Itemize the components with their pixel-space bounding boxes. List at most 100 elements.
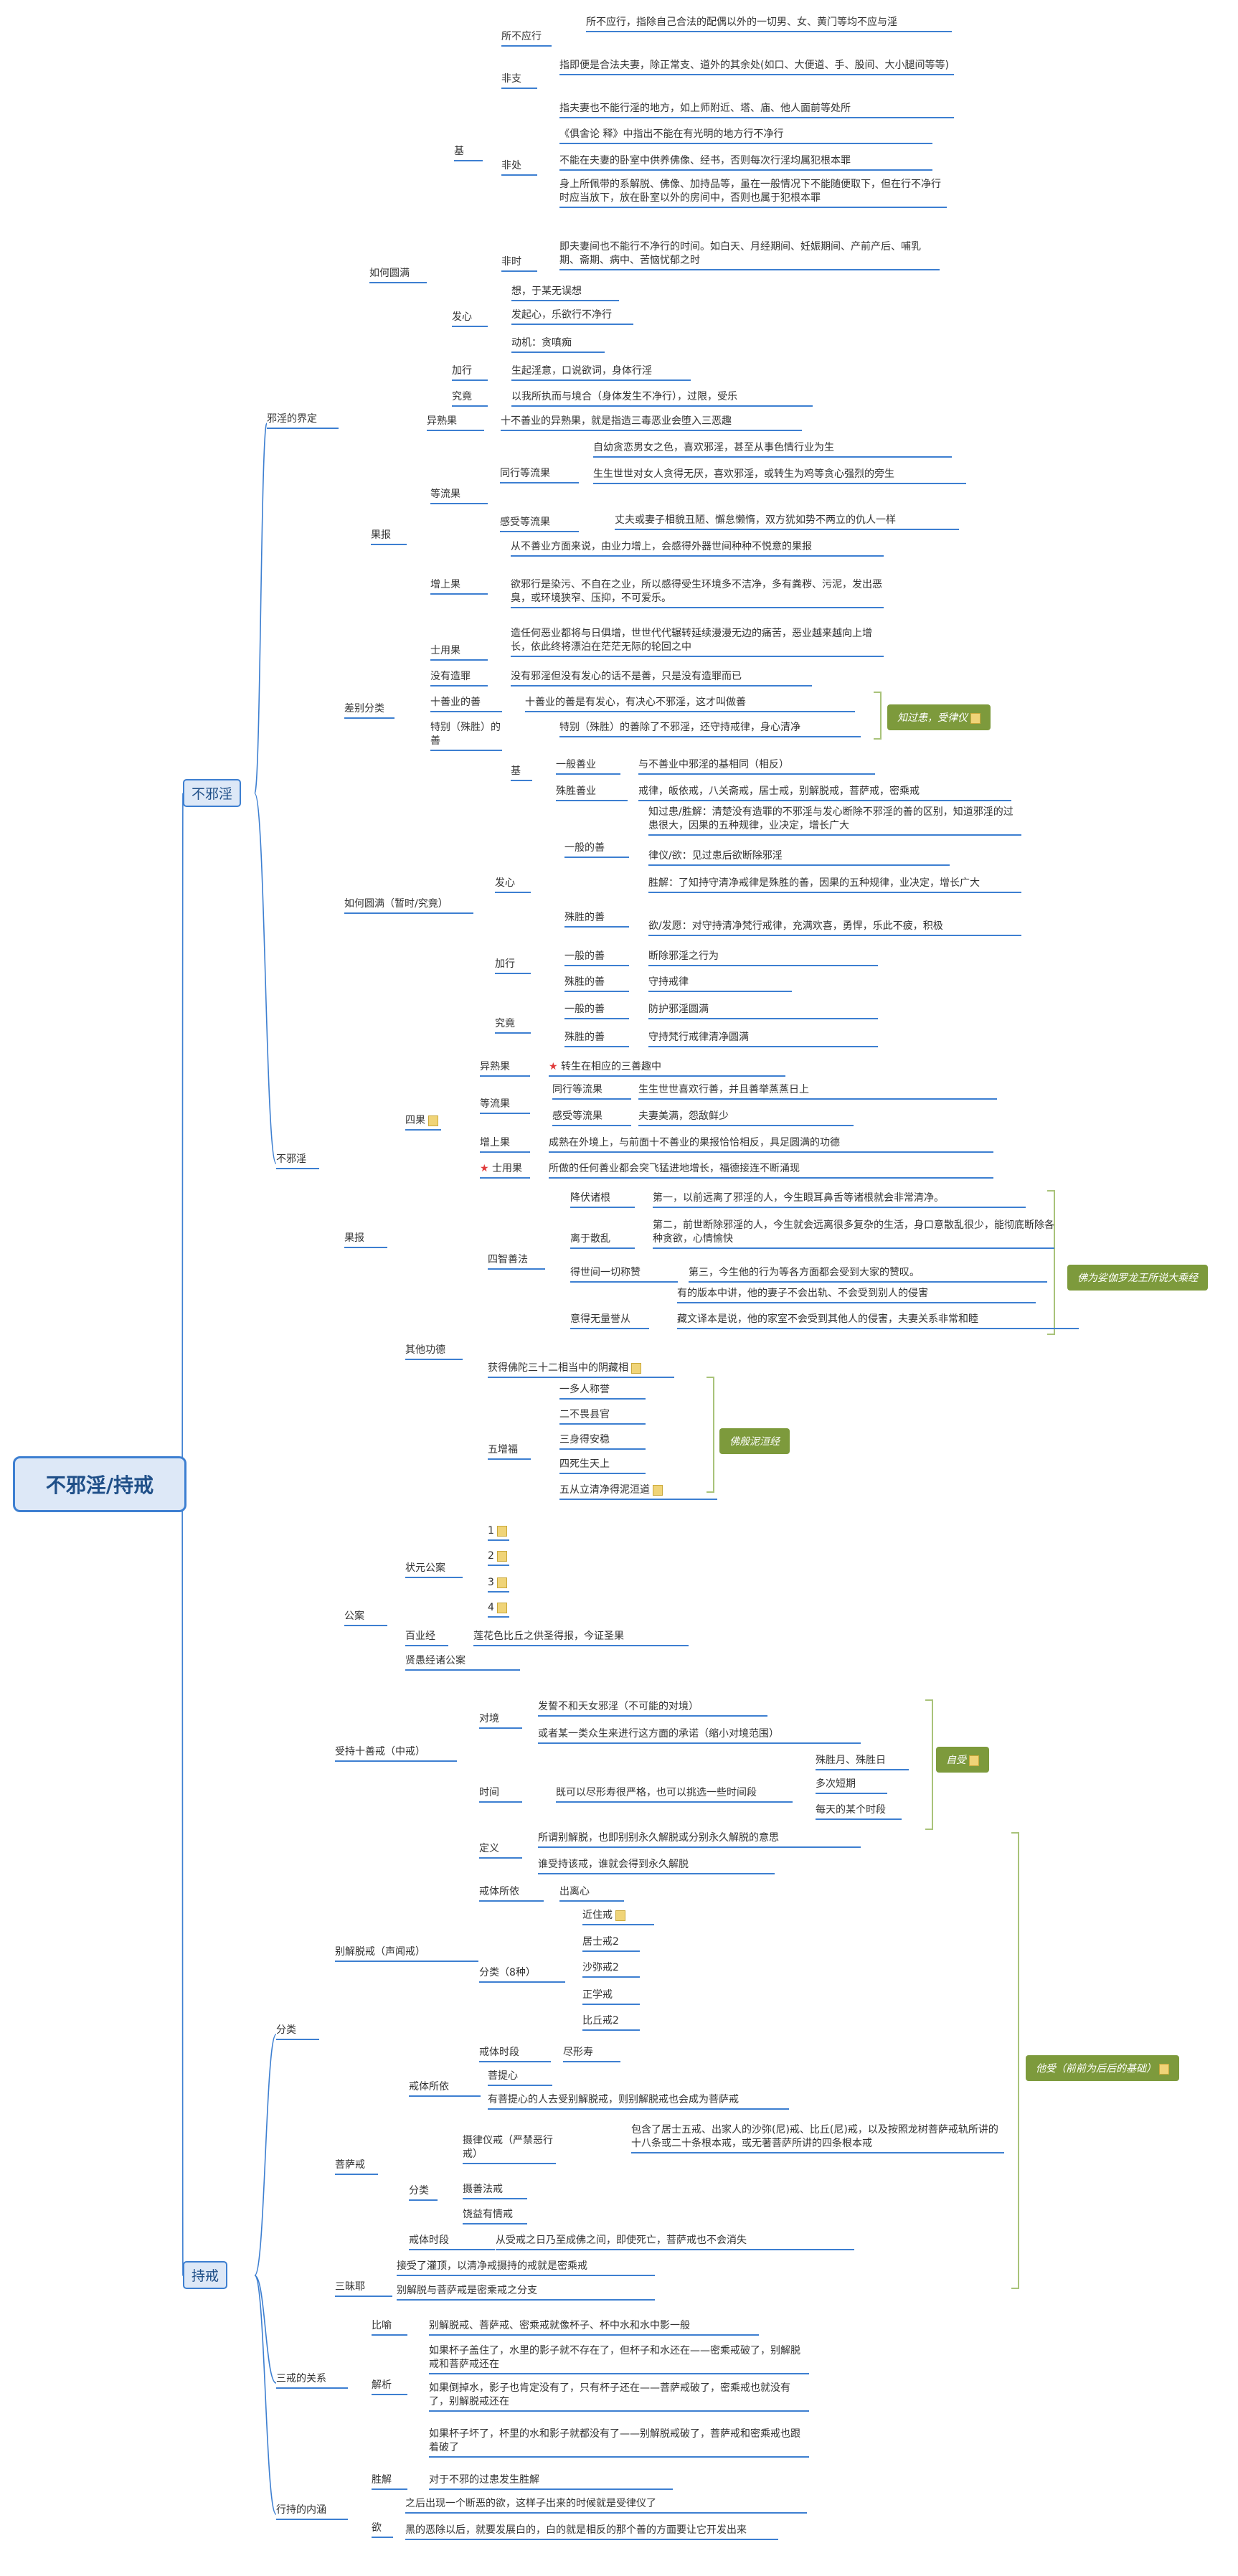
map-node[interactable]: 防护邪淫圆满 (648, 1003, 878, 1019)
map-node[interactable]: 想，于某无误想 (511, 285, 619, 301)
map-node[interactable]: 守持梵行戒律清净圆满 (648, 1031, 878, 1047)
map-node[interactable]: 戒体所依 (409, 2080, 481, 2097)
map-node[interactable]: 发心 (452, 311, 488, 327)
map-node[interactable]: 正学戒 (582, 1988, 640, 2005)
map-node[interactable]: 解析 (372, 2379, 407, 2395)
map-node[interactable]: 丈夫或妻子相貌丑陋、懈怠懒惰，双方犹如势不两立的仇人一样 (615, 514, 959, 530)
map-node[interactable]: 既可以尽形寿很严格，也可以挑选一些时间段 (556, 1786, 793, 1803)
map-node[interactable]: 非时 (501, 255, 537, 272)
map-node[interactable]: 谁受持该戒，谁就会得到永久解脱 (538, 1858, 775, 1874)
map-node[interactable]: 多次短期 (816, 1778, 887, 1794)
map-node[interactable]: 发誓不和天女邪淫（不可能的对境） (538, 1700, 767, 1717)
map-node[interactable]: 守持戒律 (648, 976, 792, 992)
map-node[interactable]: 尽形寿 (563, 2046, 620, 2062)
map-node[interactable]: 4 (488, 1601, 509, 1618)
map-node[interactable]: 获得佛陀三十二相当中的阴藏相 (488, 1362, 674, 1378)
map-node[interactable]: 断除邪淫之行为 (648, 950, 878, 966)
map-node[interactable]: 加行 (495, 958, 531, 974)
map-node[interactable]: ★ 转生在相应的三善趣中 (549, 1060, 785, 1077)
map-node[interactable]: 时间 (479, 1786, 522, 1803)
map-node[interactable]: 贤愚经诸公案 (405, 1654, 520, 1671)
map-node[interactable]: 四果 (405, 1114, 441, 1131)
map-node[interactable]: 比丘戒2 (582, 2014, 640, 2031)
map-node[interactable]: 所谓别解脱，也即别别永久解脱或分别永久解脱的意思 (538, 1831, 861, 1848)
map-node[interactable]: 一般的善 (564, 1003, 629, 1019)
map-node[interactable]: 藏文译本是说，他的家室不会受到其他人的侵害，夫妻关系非常和睦 (677, 1313, 1079, 1329)
map-node[interactable]: 对于不邪的过患发生胜解 (429, 2473, 673, 2490)
map-node[interactable]: 不能在夫妻的卧室中供养佛像、经书，否则每次行淫均属犯根本罪 (559, 154, 932, 171)
map-node[interactable]: 没有造罪 (430, 670, 488, 687)
map-node[interactable]: 分类 (409, 2184, 438, 2201)
map-node[interactable]: 造任何恶业都将与日俱增，世世代代辗转延续漫漫无边的痛苦，恶业越来越向上增长，依此… (511, 627, 884, 657)
map-node[interactable]: 自幼贪恋男女之色，喜欢邪淫，甚至从事色情行业为生 (593, 441, 952, 458)
map-node[interactable]: 3 (488, 1576, 509, 1593)
map-node[interactable]: 胜解 (372, 2473, 407, 2490)
map-node[interactable]: 所做的任何善业都会突飞猛进地增长，福德接连不断涌现 (549, 1162, 993, 1179)
map-node[interactable]: 别解脱与菩萨戒是密乘戒之分支 (397, 2284, 655, 2301)
map-node[interactable]: 如何圆满 (369, 267, 427, 283)
map-node[interactable]: 有的版本中讲，他的妻子不会出轨、不会受到别人的侵害 (677, 1287, 1036, 1303)
map-node[interactable]: 意得无量誉从 (570, 1313, 649, 1329)
map-node[interactable]: 摄律仪戒（严禁恶行戒） (463, 2134, 556, 2164)
map-node[interactable]: 别解脱戒（声闻戒） (335, 1945, 478, 1962)
map-node[interactable]: 从受戒之日乃至成佛之间，即使死亡，菩萨戒也不会消失 (496, 2234, 854, 2250)
map-node[interactable]: 究竟 (495, 1017, 531, 1034)
map-node[interactable]: 戒律，皈依戒，八关斋戒，居士戒，别解脱戒，菩萨戒，密乘戒 (638, 785, 1011, 801)
map-node[interactable]: 降伏诸根 (570, 1192, 635, 1208)
map-node[interactable]: 其他功德 (405, 1344, 463, 1360)
map-node[interactable]: 殊胜的善 (564, 1031, 629, 1047)
map-node[interactable]: 从不善业方面来说，由业力增上，会感得外器世间种种不悦意的果报 (511, 540, 884, 557)
map-node[interactable]: 与不善业中邪淫的基相同（相反） (638, 758, 875, 775)
map-node[interactable]: 所不应行，指除自己合法的配偶以外的一切男、女、黄门等均不应与淫 (586, 16, 952, 32)
branch-bu-xie-yin[interactable]: 不邪淫 (183, 779, 242, 807)
map-node[interactable]: 莲花色比丘之供圣得报，今证圣果 (473, 1630, 689, 1646)
map-node[interactable]: 殊胜善业 (556, 785, 628, 801)
map-node[interactable]: 五增福 (488, 1443, 531, 1460)
map-node[interactable]: ★ 士用果 (480, 1162, 530, 1179)
map-node[interactable]: 殊胜的善 (564, 911, 629, 928)
map-node[interactable]: 感受等流果 (500, 516, 579, 532)
map-node[interactable]: 没有邪淫但没有发心的话不是善，只是没有造罪而已 (511, 670, 812, 687)
map-node[interactable]: 发心 (495, 877, 531, 893)
map-node[interactable]: 非支 (501, 72, 537, 89)
map-node[interactable]: 近住戒 (582, 1909, 654, 1925)
map-node[interactable]: 动机：贪嗔痴 (511, 336, 605, 353)
map-node[interactable]: 有菩提心的人去受别解脱戒，则别解脱戒也会成为菩萨戒 (488, 2093, 789, 2110)
map-node[interactable]: 分类 (276, 2024, 319, 2040)
map-node[interactable]: 增上果 (480, 1136, 530, 1153)
map-node[interactable]: 欲/发愿：对守持清净梵行戒律，充满欢喜，勇悍，乐此不疲，积极 (648, 920, 1021, 936)
map-node[interactable]: 非处 (501, 159, 537, 176)
map-node[interactable]: 第二，前世断除邪淫的人，今生就会远离很多复杂的生活，身口意散乱很少，能彻底断除各… (653, 1219, 1054, 1249)
map-node[interactable]: 身上所佩带的系解脱、佛像、加持品等，虽在一般情况下不能随便取下，但在行不净行时应… (559, 178, 947, 208)
map-node[interactable]: 一般的善 (564, 950, 629, 966)
map-node[interactable]: 得世间一切称赞 (570, 1266, 678, 1283)
map-node[interactable]: 欲邪行是染污、不自在之业，所以感得受生环境多不洁净，多有粪秽、污泥，发出恶臭，或… (511, 578, 884, 608)
map-node[interactable]: 胜解：了知持守清净戒律是殊胜的善，因果的五种规律，业决定，增长广大 (648, 877, 1021, 893)
map-node[interactable]: 黑的恶除以后，就要发展白的，白的就是相反的那个善的方面要让它开发出来 (405, 2524, 778, 2540)
map-node[interactable]: 生生世世喜欢行善，并且善举蒸蒸日上 (638, 1083, 997, 1100)
map-node[interactable]: 三身得安稳 (559, 1433, 646, 1450)
map-node[interactable]: 等流果 (480, 1098, 530, 1114)
map-node[interactable]: 状元公案 (405, 1562, 463, 1578)
map-node[interactable]: 戒体时段 (479, 2046, 551, 2062)
map-node[interactable]: 一般善业 (556, 758, 620, 775)
map-node[interactable]: 十善业的善是有发心，有决心不邪淫，这才叫做善 (525, 696, 855, 712)
map-node[interactable]: 三戒的关系 (276, 2372, 348, 2389)
map-node[interactable]: 所不应行 (501, 30, 552, 47)
map-node[interactable]: 生生世世对女人贪得无厌，喜欢邪淫，或转生为鸡等贪心强烈的旁生 (593, 468, 966, 484)
map-node[interactable]: 四智善法 (488, 1253, 545, 1270)
tag-know-faults[interactable]: 知过患，受律仪 (887, 704, 991, 730)
map-node[interactable]: 如何圆满（暂时/究竟） (344, 897, 473, 914)
map-node[interactable]: 菩提心 (488, 2070, 552, 2086)
map-node[interactable]: 摄善法戒 (463, 2183, 527, 2199)
map-node[interactable]: 夫妻美满，怨敌鲜少 (638, 1110, 854, 1126)
map-node[interactable]: 特别（殊胜）的善除了不邪淫，还守持戒律，身心清净 (559, 721, 861, 737)
map-node[interactable]: 十不善业的异熟果，就是指造三毒恶业会堕入三恶趣 (501, 415, 802, 431)
map-node[interactable]: 定义 (479, 1842, 522, 1859)
map-node[interactable]: 五从立清净得泥洹道 (559, 1483, 717, 1500)
map-node[interactable]: 戒体所依 (479, 1885, 544, 1902)
map-node[interactable]: 离于散乱 (570, 1232, 635, 1249)
map-node[interactable]: 果报 (371, 529, 407, 545)
map-node[interactable]: 出离心 (559, 1885, 624, 1902)
map-node[interactable]: 同行等流果 (552, 1083, 631, 1100)
